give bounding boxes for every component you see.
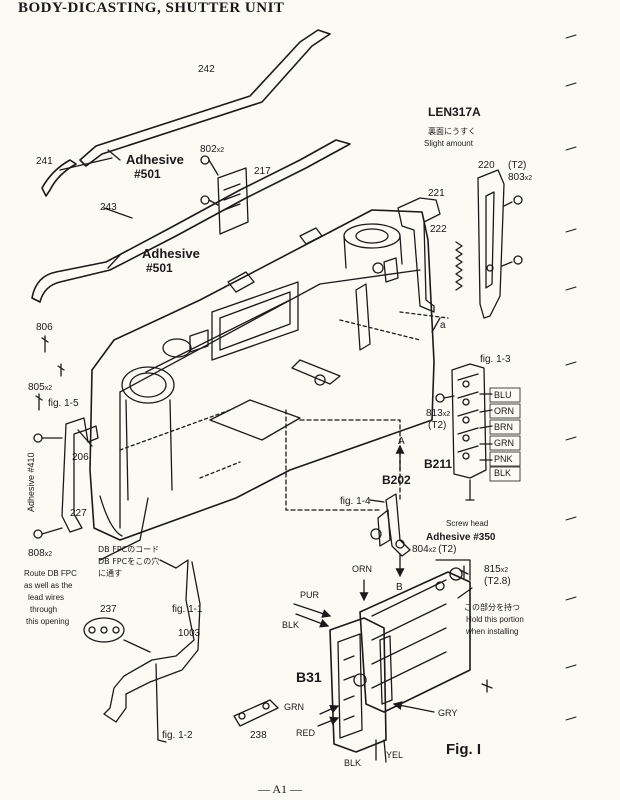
label-217: 217	[254, 166, 271, 177]
label-206: 206	[72, 452, 89, 463]
label-point-A: A	[398, 436, 405, 447]
part-237-grommet	[83, 617, 125, 643]
label-hold-en-2: when installing	[465, 627, 518, 636]
label-route-2: as well as the	[24, 581, 73, 590]
b202-part	[370, 493, 411, 557]
margin-ticks	[565, 34, 577, 721]
part-221-bracket	[397, 197, 441, 313]
label-813: 813x2	[426, 408, 450, 419]
label-815: 815x2	[484, 564, 508, 575]
label-243: 243	[100, 202, 117, 213]
label-len317a: LEN317A	[428, 105, 481, 119]
part-241-strip	[41, 159, 77, 197]
label-815-t: (T2.8)	[484, 576, 511, 587]
page-title: BODY-DICASTING, SHUTTER UNIT	[18, 0, 285, 16]
label-route-5: this opening	[26, 617, 69, 626]
label-242: 242	[198, 64, 215, 75]
label-hold-en-1: Hold this portion	[466, 615, 524, 624]
label-805: 805x2	[28, 382, 52, 393]
part-242-strip	[79, 29, 331, 167]
label-route-4: through	[30, 605, 57, 614]
b211-block	[451, 363, 487, 479]
label-fig-1-4: fig. 1-4	[340, 496, 371, 507]
part-1003-fpc	[103, 559, 201, 723]
label-fig-1-2: fig. 1-2	[162, 730, 193, 741]
label-238: 238	[250, 730, 267, 741]
label-237: 237	[100, 604, 117, 615]
label-802: 802x2	[200, 144, 224, 155]
label-fig-1-5: fig. 1-5	[48, 398, 79, 409]
label-len-en: Slight amount	[424, 139, 474, 148]
label-220: 220	[478, 160, 495, 171]
wire-red: RED	[296, 728, 316, 738]
label-route-3: lead wires	[28, 593, 64, 602]
wire-pnk: PNK	[494, 454, 513, 464]
part-222-spring	[455, 241, 463, 291]
wire-yel: YEL	[386, 750, 403, 760]
wire-blk: BLK	[494, 468, 511, 478]
wire-grn: GRN	[494, 438, 514, 448]
label-db-fpc-jp1: DB FPCのコード	[98, 545, 159, 554]
label-adhesive-2-no: #501	[146, 261, 173, 275]
wire-blu: BLU	[494, 390, 512, 400]
label-b211: B211	[424, 457, 452, 471]
body-casting	[89, 209, 435, 541]
fig-1-5-bracket	[61, 417, 87, 533]
page-number: — A1 —	[257, 782, 302, 796]
b31-shutter-unit	[329, 559, 471, 753]
label-b202: B202	[382, 473, 411, 487]
label-804: 804x2(T2)	[412, 544, 456, 555]
label-adhesive-410: Adhesive #410	[26, 452, 36, 512]
label-db-fpc-jp2: DB FPCをこの穴	[98, 556, 159, 566]
label-fig-1-1: fig. 1-1	[172, 604, 203, 615]
part-243-strip	[31, 139, 351, 303]
label-point-B: B	[396, 582, 403, 593]
wire-blk-3: BLK	[344, 758, 361, 768]
wire-pur: PUR	[300, 590, 320, 600]
label-fig-1-3: fig. 1-3	[480, 354, 511, 365]
wire-orn-2: ORN	[352, 564, 372, 574]
wire-orn: ORN	[494, 406, 514, 416]
label-hold-jp: この部分を持つ	[464, 602, 520, 612]
figure-label: Fig. I	[446, 741, 481, 758]
label-b31: B31	[296, 669, 322, 685]
label-1003: 1003	[178, 628, 201, 639]
label-808: 808x2	[28, 548, 52, 559]
label-221: 221	[428, 188, 445, 199]
label-adhesive-2: Adhesive	[142, 246, 200, 261]
label-241: 241	[36, 156, 53, 167]
label-806: 806	[36, 322, 53, 333]
label-227: 227	[70, 508, 87, 519]
wire-brn: BRN	[494, 422, 513, 432]
label-route-1: Route DB FPC	[24, 569, 77, 578]
label-db-fpc-jp3: に通す	[98, 568, 122, 578]
label-222: 222	[430, 224, 447, 235]
label-813-t: (T2)	[428, 420, 446, 431]
label-220-t: (T2)	[508, 160, 526, 171]
label-adhesive-350: Adhesive #350	[426, 532, 496, 543]
wire-grn-2: GRN	[284, 702, 304, 712]
part-217-plate	[217, 167, 249, 235]
label-screw-head: Screw head	[446, 519, 488, 528]
wire-gry: GRY	[438, 708, 457, 718]
label-adhesive-1-no: #501	[134, 167, 161, 181]
wire-blk-2: BLK	[282, 620, 299, 630]
part-220-rail	[477, 169, 505, 319]
label-803: 803x2	[508, 172, 532, 183]
label-len-jp: 裏面にうすく	[428, 126, 476, 136]
part-238-plate	[233, 699, 279, 727]
label-adhesive-1: Adhesive	[126, 152, 184, 167]
label-point-a: a	[440, 320, 446, 331]
